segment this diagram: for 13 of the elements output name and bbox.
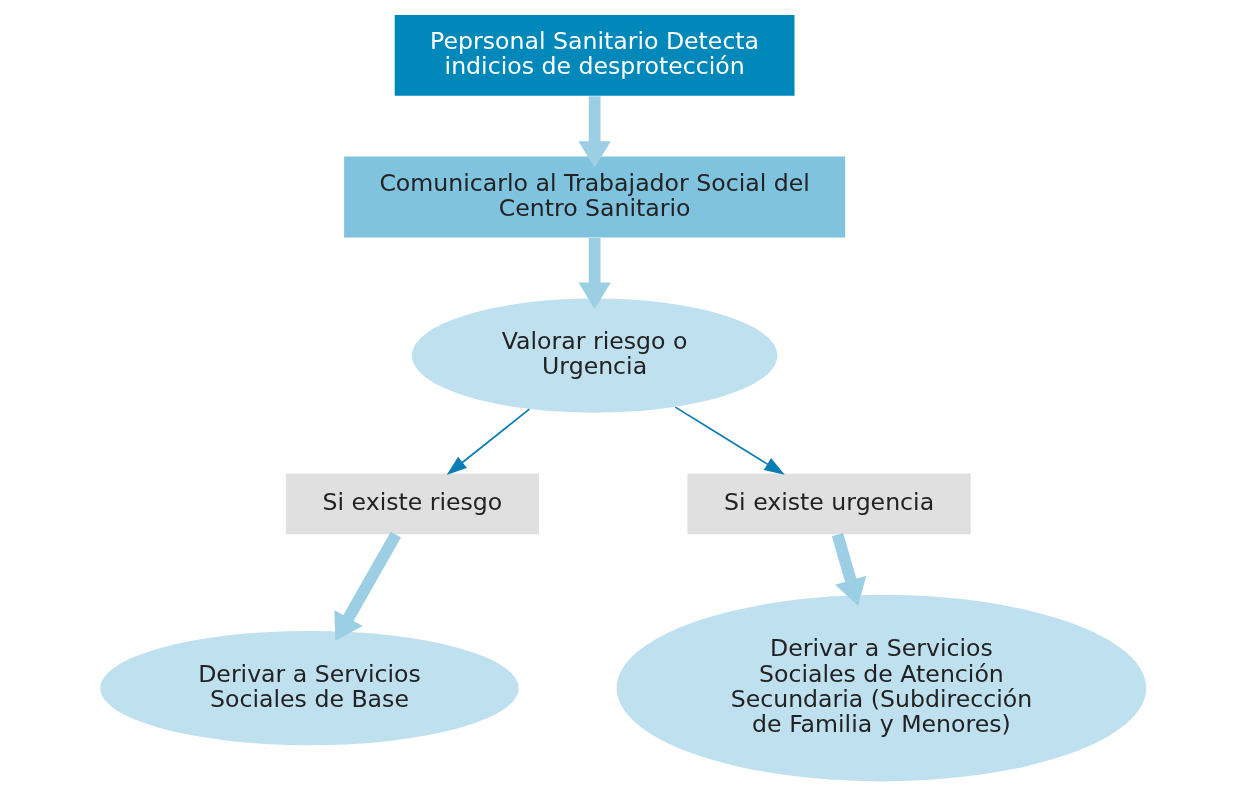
- arrow: [333, 531, 401, 641]
- arrow: [577, 237, 611, 310]
- arrow: [831, 533, 866, 606]
- node-ellipse: Derivar a Servicios Sociales de Base: [99, 630, 519, 746]
- arrow: [577, 96, 611, 168]
- arrow: [446, 408, 530, 475]
- arrow: [674, 406, 785, 475]
- node-ellipse: Valorar riesgo o Urgencia: [411, 298, 777, 413]
- node-ellipse: Derivar a Servicios Sociales de Atención Secundaria (Subdirección de Familia y Menores): [616, 594, 1146, 782]
- node-box: Comunicarlo al Trabajador Social del Centro Sanitario: [343, 156, 845, 238]
- node-box: Si existe urgencia: [686, 473, 971, 535]
- node-box: Si existe riesgo: [285, 473, 539, 535]
- node-box: Peprsonal Sanitario Detecta indicios de desprotección: [394, 14, 795, 96]
